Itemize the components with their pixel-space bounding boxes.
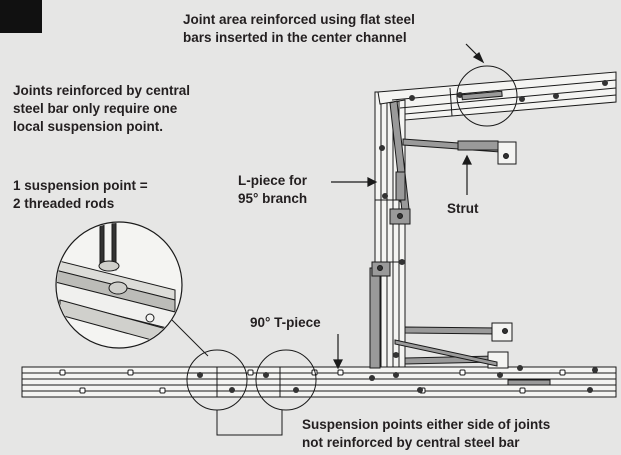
top-rail-bolts	[409, 80, 608, 102]
suspension-detail-circle	[55, 221, 183, 349]
label-suspension-point: 1 suspension point = 2 threaded rods	[13, 178, 148, 211]
l-piece-brace	[389, 100, 411, 225]
strut-upper	[402, 138, 517, 165]
strut-lower	[369, 261, 513, 369]
label-l-piece: L-piece for 95° branch	[238, 173, 308, 206]
joint-circle-top	[456, 65, 518, 127]
label-t-piece: 90° T-piece	[250, 315, 321, 330]
detail-leader-line	[171, 319, 209, 357]
joint-bracket	[216, 410, 283, 436]
joint-circle-right	[255, 349, 317, 411]
label-left-joints: Joints reinforced by central steel bar o…	[13, 83, 191, 134]
corner-dark-block	[0, 0, 42, 33]
label-top-right: Joint area reinforced using flat steel b…	[183, 12, 415, 45]
label-bottom-right: Suspension points either side of joints …	[302, 417, 551, 450]
leader-lines	[331, 43, 485, 370]
bottom-flat-steel-bar	[507, 379, 551, 386]
top-flat-steel-bar	[461, 90, 503, 101]
label-strut: Strut	[447, 201, 479, 216]
bottom-rail-bolts	[197, 365, 598, 393]
